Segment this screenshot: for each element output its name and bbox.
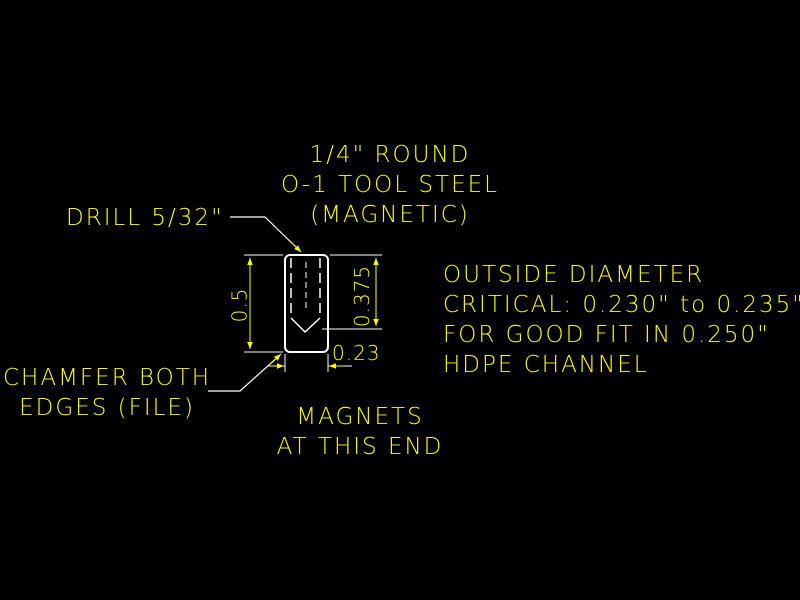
length-dimension	[244, 254, 283, 353]
fit-note: OUTSIDE DIAMETER CRITICAL: 0.230" to 0.2…	[443, 260, 800, 380]
drill-label: DRILL 5/32"	[66, 205, 224, 231]
drill-point	[290, 317, 321, 334]
material-line-1: 1/4" ROUND	[309, 142, 471, 168]
material-line-2: O-1 TOOL STEEL	[281, 172, 499, 198]
note-line-3: FOR GOOD FIT IN 0.250"	[443, 322, 770, 348]
diameter-dimension-value: 0.23	[332, 341, 381, 365]
note-line-4: HDPE CHANNEL	[443, 352, 649, 378]
drill-leader-arrow	[289, 240, 302, 253]
rod-outline	[284, 254, 329, 353]
note-line-1: OUTSIDE DIAMETER	[443, 262, 705, 288]
drill-hole-hidden-lines	[290, 258, 321, 318]
chamfer-leader	[208, 354, 281, 392]
depth-dimension-value: 0.375	[350, 264, 375, 328]
material-label: 1/4" ROUND O-1 TOOL STEEL (MAGNETIC)	[270, 140, 510, 230]
note-line-2: CRITICAL: 0.230" to 0.235"	[443, 292, 800, 318]
length-dimension-value: 0.5	[227, 287, 252, 323]
depth-dimension	[322, 254, 382, 330]
chamfer-line-2: EDGES (FILE)	[19, 395, 195, 421]
magnets-label: MAGNETS AT THIS END	[260, 402, 460, 462]
chamfer-line-1: CHAMFER BOTH	[3, 365, 212, 391]
drill-leader	[230, 216, 301, 252]
magnets-line-2: AT THIS END	[276, 434, 444, 460]
chamfer-label: CHAMFER BOTH EDGES (FILE)	[3, 363, 211, 423]
chamfer-leader-arrow	[267, 353, 282, 367]
magnets-line-1: MAGNETS	[296, 404, 424, 430]
material-line-3: (MAGNETIC)	[310, 202, 470, 228]
